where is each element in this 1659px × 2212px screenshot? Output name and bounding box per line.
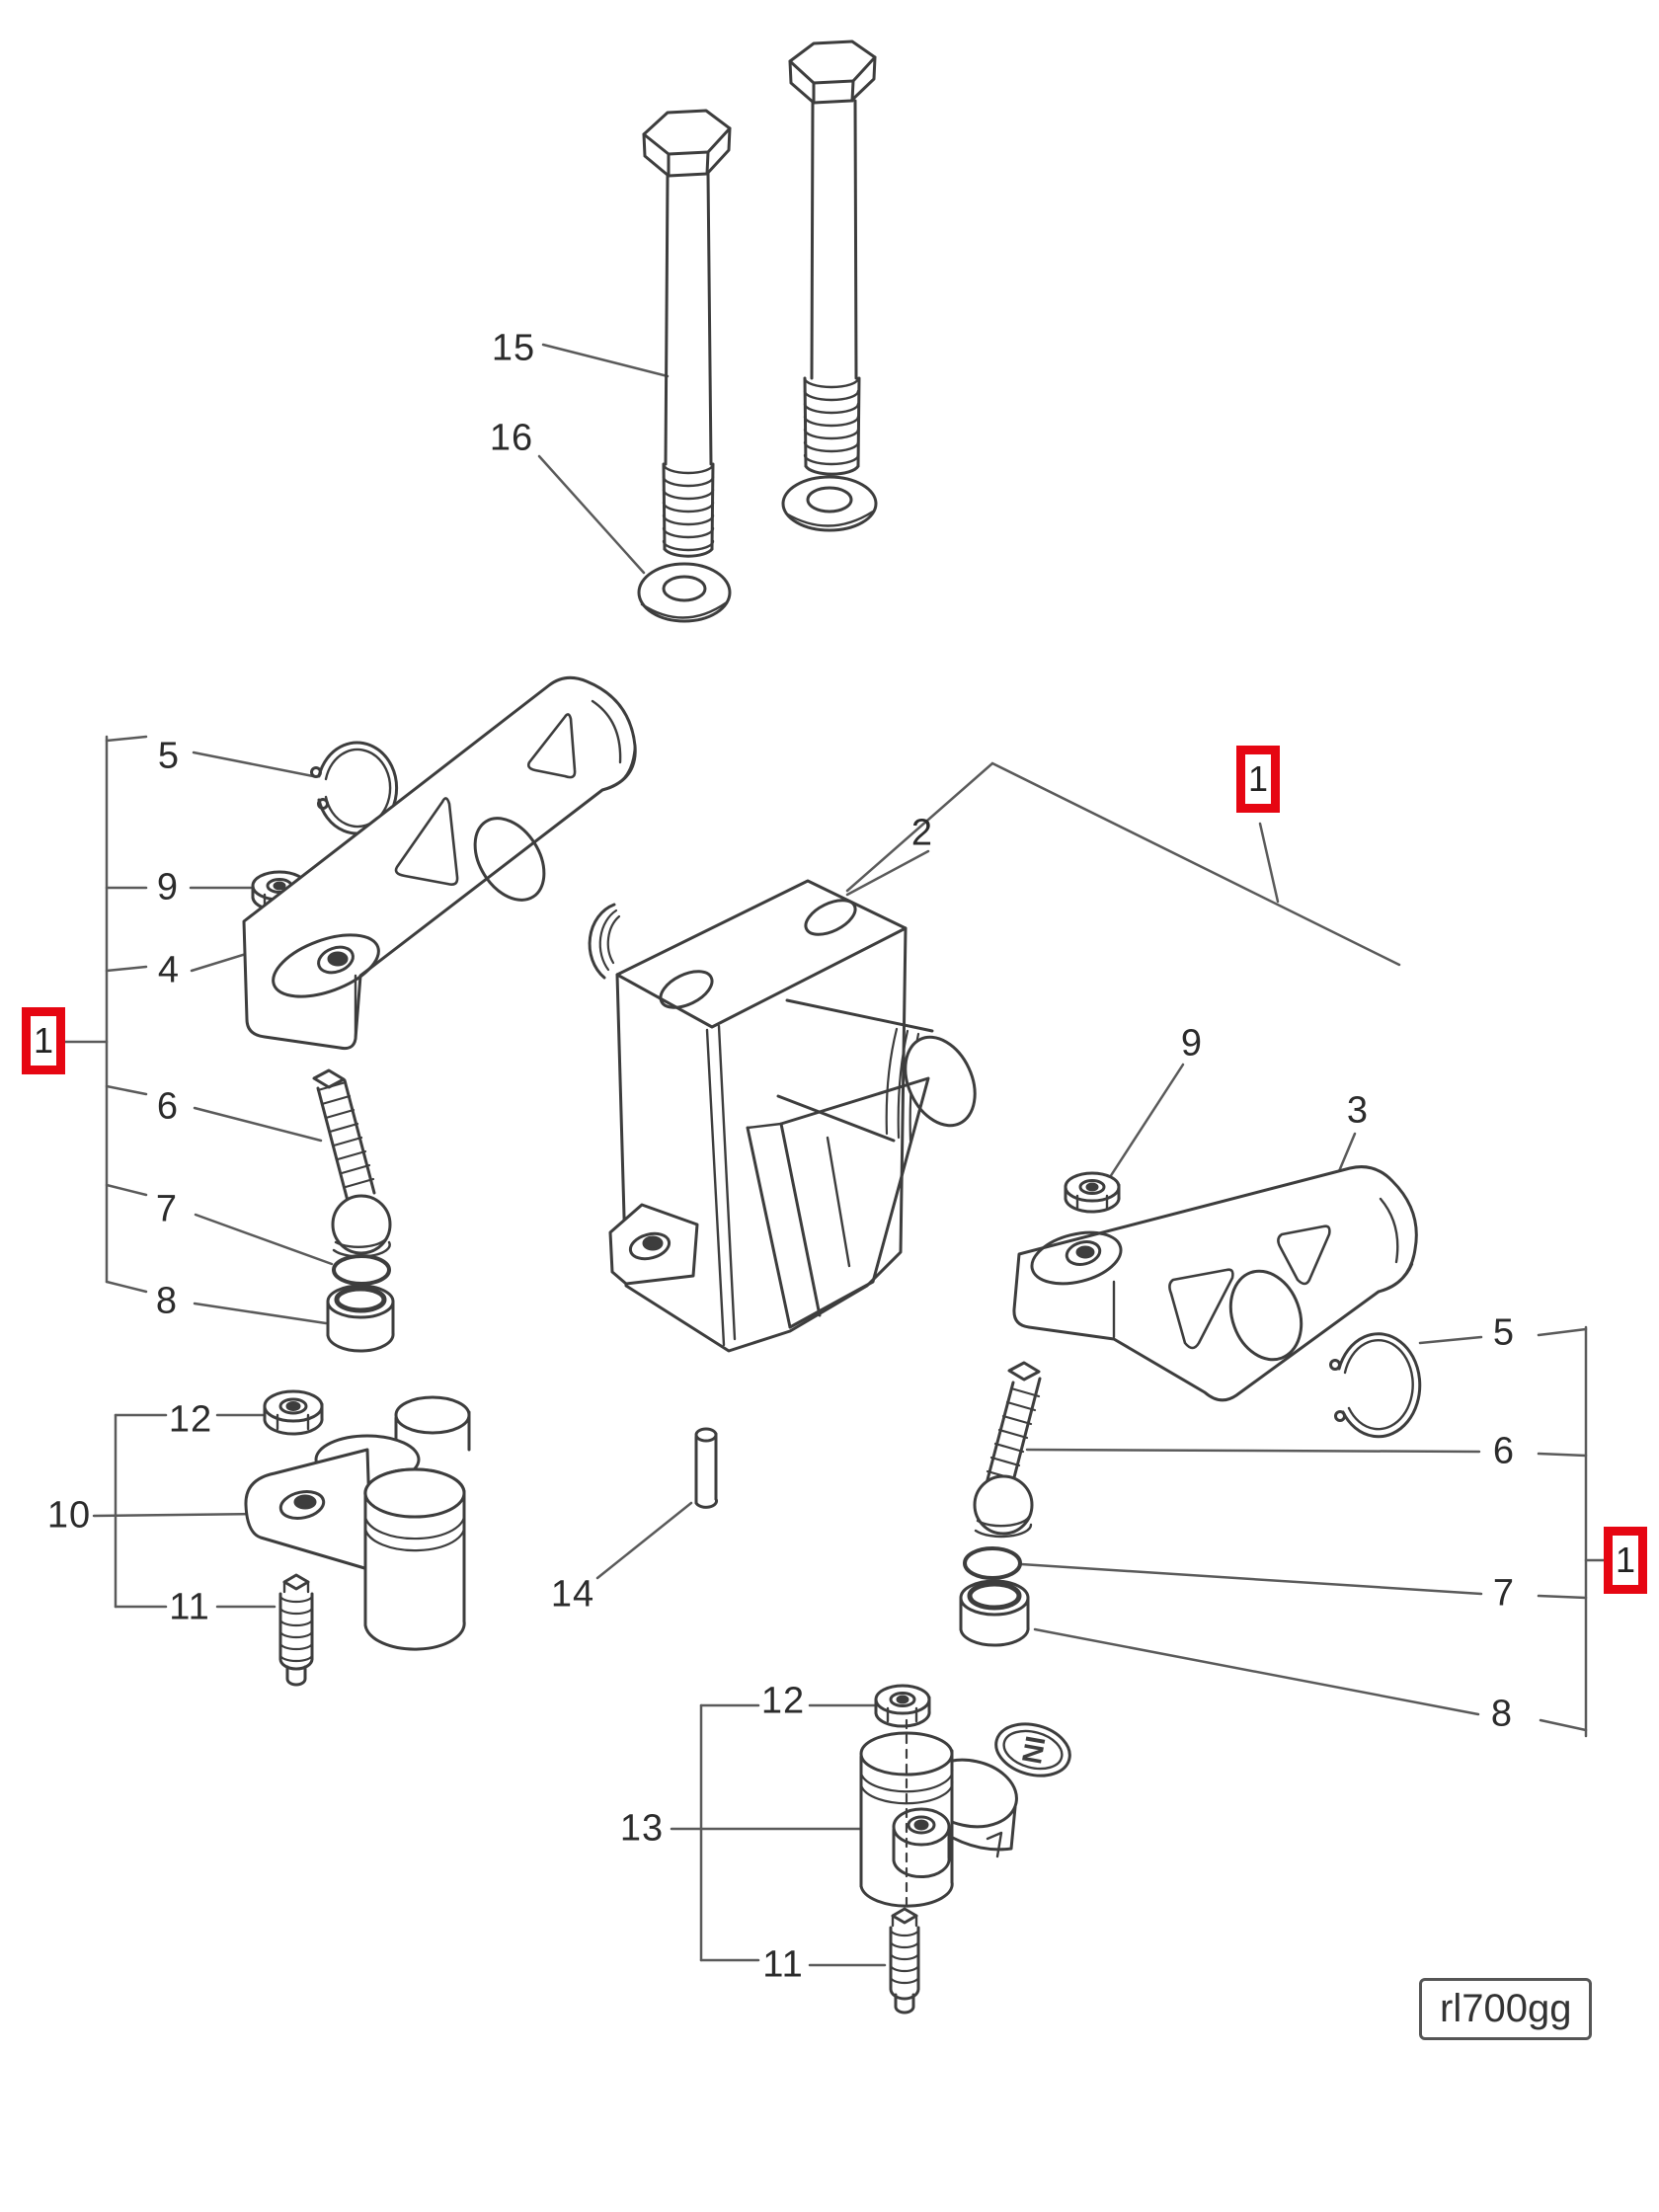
stud-bottom-center — [889, 1907, 920, 2014]
callout-7-left: 7 — [155, 1188, 179, 1230]
callout-6-left: 6 — [156, 1085, 180, 1128]
assembly-ref-box-left: 1 — [22, 1007, 65, 1074]
callout-13: 13 — [619, 1807, 665, 1850]
callout-5-right: 5 — [1492, 1311, 1516, 1354]
thin-nut-right — [1064, 1171, 1121, 1214]
bellcrank-assembly — [244, 1395, 471, 1651]
rocker-arm-left — [242, 675, 637, 1051]
callout-6-right: 6 — [1492, 1430, 1516, 1472]
callout-12-center: 12 — [760, 1680, 806, 1722]
callout-8-left: 8 — [155, 1280, 179, 1322]
callout-14: 14 — [550, 1573, 595, 1616]
ball-screw-left — [312, 1068, 392, 1258]
bushing-left — [326, 1284, 395, 1353]
callout-11-left: 11 — [169, 1586, 210, 1628]
assembly-ref-box-right: 1 — [1604, 1527, 1647, 1594]
long-bolt-left — [642, 109, 732, 558]
callout-leader-lines — [61, 343, 1607, 1967]
oring-right — [963, 1546, 1022, 1580]
callout-5-left: 5 — [157, 735, 181, 777]
circlip-left — [310, 741, 399, 835]
callout-11-center: 11 — [762, 1943, 804, 1986]
stud-bottom-left — [278, 1573, 314, 1687]
callout-9-left: 9 — [156, 866, 180, 908]
rocker-arm-right — [1012, 1165, 1418, 1402]
callout-16: 16 — [489, 417, 534, 459]
hex-nut-bottom-left — [263, 1389, 324, 1436]
callout-4: 4 — [157, 949, 181, 991]
callout-15: 15 — [491, 327, 536, 369]
assembly-ref-box-top-right: 1 — [1236, 746, 1280, 813]
circlip-right — [1329, 1332, 1422, 1439]
flat-washer-left — [637, 562, 732, 623]
oring-left — [332, 1254, 391, 1286]
callout-7-right: 7 — [1492, 1572, 1516, 1615]
callout-10: 10 — [46, 1494, 92, 1537]
bushing-right — [959, 1579, 1030, 1647]
dowel-pin — [694, 1427, 719, 1509]
callout-3: 3 — [1346, 1089, 1370, 1132]
support-block — [588, 879, 977, 1353]
callout-8-right: 8 — [1490, 1693, 1514, 1735]
lever-assembly — [859, 1718, 1071, 1912]
callout-9-right: 9 — [1180, 1022, 1204, 1065]
flat-washer-right — [781, 475, 878, 532]
hex-nut-bottom-center — [874, 1684, 931, 1728]
callout-12-left: 12 — [168, 1398, 213, 1441]
long-bolt-right — [788, 40, 877, 476]
callout-2: 2 — [910, 812, 934, 854]
drawing-code-box: rl700gg — [1419, 1978, 1593, 2040]
part-marking-in: IN — [1015, 1733, 1052, 1767]
ball-screw-right — [973, 1361, 1042, 1539]
